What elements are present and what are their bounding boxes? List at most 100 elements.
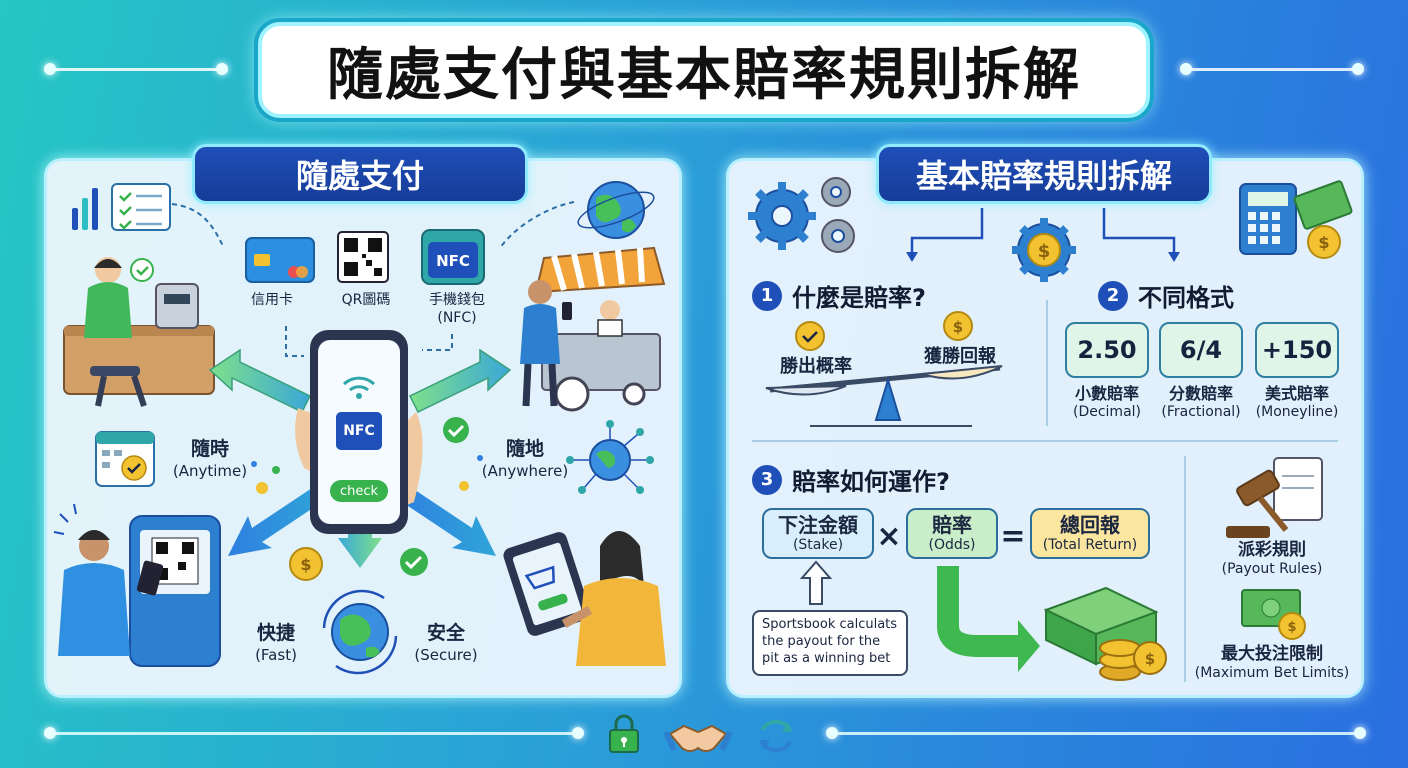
- svg-text:NFC: NFC: [436, 252, 470, 270]
- coin-stack-icon: $: [1099, 639, 1167, 681]
- method-label-card: 信用卡: [251, 292, 293, 308]
- section1-number: 1: [752, 280, 782, 311]
- formula-odds-zh: 賠率: [932, 513, 972, 537]
- left-panel-heading: 隨處支付: [192, 144, 528, 204]
- left-panel-illustration: NFC: [53, 181, 666, 675]
- feature-anywhere: 隨地 (Anywhere): [470, 438, 580, 480]
- exchange-arrows-icon: [760, 719, 792, 753]
- format-fractional-zh: 分數賠率: [1168, 384, 1233, 403]
- feature-anytime: 隨時 (Anytime): [160, 438, 260, 480]
- section3-title: 3 賠率如何運作?: [752, 462, 950, 497]
- feature-anytime-en: (Anytime): [172, 461, 248, 480]
- footer-dot-left-inner: [572, 727, 584, 739]
- method-label-qr: QR圖碼: [341, 292, 391, 308]
- payout-callout: Sportsbook calculats the payout for the …: [752, 610, 908, 676]
- section1-title-text: 什麼是賠率?: [792, 284, 926, 312]
- title-line-right: [1186, 68, 1358, 71]
- svg-text:$: $: [1287, 620, 1296, 635]
- formula-odds: 賠率 (Odds): [906, 508, 998, 560]
- format-fractional-en: (Fractional): [1161, 404, 1241, 420]
- section3-number: 3: [752, 464, 782, 495]
- format-decimal-zh: 小數賠率: [1074, 384, 1139, 403]
- svg-text:$: $: [953, 318, 963, 336]
- title-dot-right: [1352, 63, 1364, 75]
- section2-title-text: 不同格式: [1138, 284, 1234, 312]
- money-icon: $: [1293, 180, 1353, 259]
- title-dot-left-inner: [216, 63, 228, 75]
- network-globe-icon: [566, 420, 654, 494]
- balance-scale-illustration: $: [765, 311, 1003, 427]
- cafe-customer-illustration: [63, 257, 215, 407]
- globe-icon-top: [577, 181, 655, 239]
- bus-qr-illustration: [53, 503, 221, 667]
- feature-anywhere-en: (Anywhere): [481, 461, 569, 480]
- formula-stake-en: (Stake): [792, 537, 844, 553]
- format-decimal-value: 2.50: [1065, 322, 1149, 378]
- divider-vertical-top: [1046, 300, 1048, 426]
- handshake-icon: [663, 724, 733, 752]
- coin-icon: $: [289, 547, 323, 581]
- page-title: 隨處支付與基本賠率規則拆解: [258, 22, 1150, 118]
- section1-title: 1 什麼是賠率?: [752, 278, 926, 313]
- footer-dot-right-inner: [826, 727, 838, 739]
- svg-text:$: $: [1038, 241, 1051, 262]
- title-dot-left: [44, 63, 56, 75]
- formula-stake-zh: 下注金額: [778, 513, 858, 537]
- formula-odds-en: (Odds): [928, 537, 976, 553]
- formula-total-zh: 總回報: [1060, 513, 1120, 537]
- feature-fast-en: (Fast): [255, 645, 297, 664]
- win-return-label: 獲勝回報: [924, 346, 996, 367]
- feature-fast: 快捷 (Fast): [236, 622, 316, 664]
- credit-card-icon: [245, 237, 315, 283]
- feature-fast-zh: 快捷: [256, 622, 295, 644]
- dashed-arrow-top-left: [171, 203, 225, 249]
- format-fractional: 6/4 分數賠率 (Fractional): [1156, 322, 1246, 422]
- nfc-wallet-icon: NFC: [421, 229, 485, 285]
- tablet-shopper-illustration: [503, 531, 666, 666]
- section2-number: 2: [1098, 280, 1128, 311]
- food-cart-illustration: [520, 246, 666, 412]
- divider-vertical-bottom: [1184, 456, 1186, 682]
- calculator-icon: [1239, 183, 1297, 255]
- right-panel-heading: 基本賠率規則拆解: [876, 144, 1212, 204]
- section3-title-text: 賠率如何運作?: [792, 468, 950, 496]
- feature-secure-en: (Secure): [414, 645, 478, 664]
- feature-anywhere-zh: 隨地: [505, 438, 544, 460]
- footer-dot-left: [44, 727, 56, 739]
- gavel-icon: [1226, 457, 1323, 538]
- phone-check-button[interactable]: check: [330, 480, 388, 502]
- footer-dot-right: [1354, 727, 1366, 739]
- formula-times: ×: [876, 518, 902, 554]
- feature-secure-zh: 安全: [426, 622, 465, 644]
- svg-text:$: $: [1145, 650, 1155, 668]
- section2-title: 2 不同格式: [1098, 278, 1234, 313]
- format-decimal: 2.50 小數賠率 (Decimal): [1062, 322, 1152, 422]
- stats-chart-icon: [72, 188, 98, 230]
- calendar-icon: [95, 431, 155, 487]
- formula-stake: 下注金額 (Stake): [762, 508, 874, 560]
- arrow-to-tablet: [396, 484, 496, 556]
- svg-text:$: $: [1318, 233, 1329, 252]
- arrow-to-cafe: [208, 348, 312, 413]
- rule-payout-zh: 派彩規則: [1238, 540, 1306, 560]
- rule-payout: 派彩規則 (Payout Rules): [1190, 540, 1354, 579]
- svg-text:$: $: [300, 555, 311, 574]
- win-probability-label: 勝出概率: [780, 356, 852, 377]
- title-dot-right-inner: [1180, 63, 1192, 75]
- formula-total-en: (Total Return): [1042, 537, 1138, 553]
- feature-secure: 安全 (Secure): [404, 622, 488, 664]
- feature-anytime-zh: 隨時: [190, 438, 229, 460]
- rule-max-bet: 最大投注限制 (Maximum Bet Limits): [1190, 644, 1354, 683]
- format-decimal-en: (Decimal): [1072, 404, 1141, 420]
- globe-cycle-icon: [322, 589, 398, 675]
- formula-equals: =: [1000, 518, 1026, 554]
- arrow-to-cart: [408, 348, 512, 413]
- phone-nfc-label: NFC: [343, 423, 375, 439]
- right-panel-illustration: $ $ $: [748, 177, 1353, 681]
- checklist-icon: [111, 183, 171, 231]
- qr-code-icon: [337, 231, 389, 283]
- format-fractional-value: 6/4: [1159, 322, 1243, 378]
- divider-horizontal: [752, 440, 1338, 442]
- title-line-left: [48, 68, 220, 71]
- method-label-wallet: 手機錢包 (NFC): [429, 292, 485, 326]
